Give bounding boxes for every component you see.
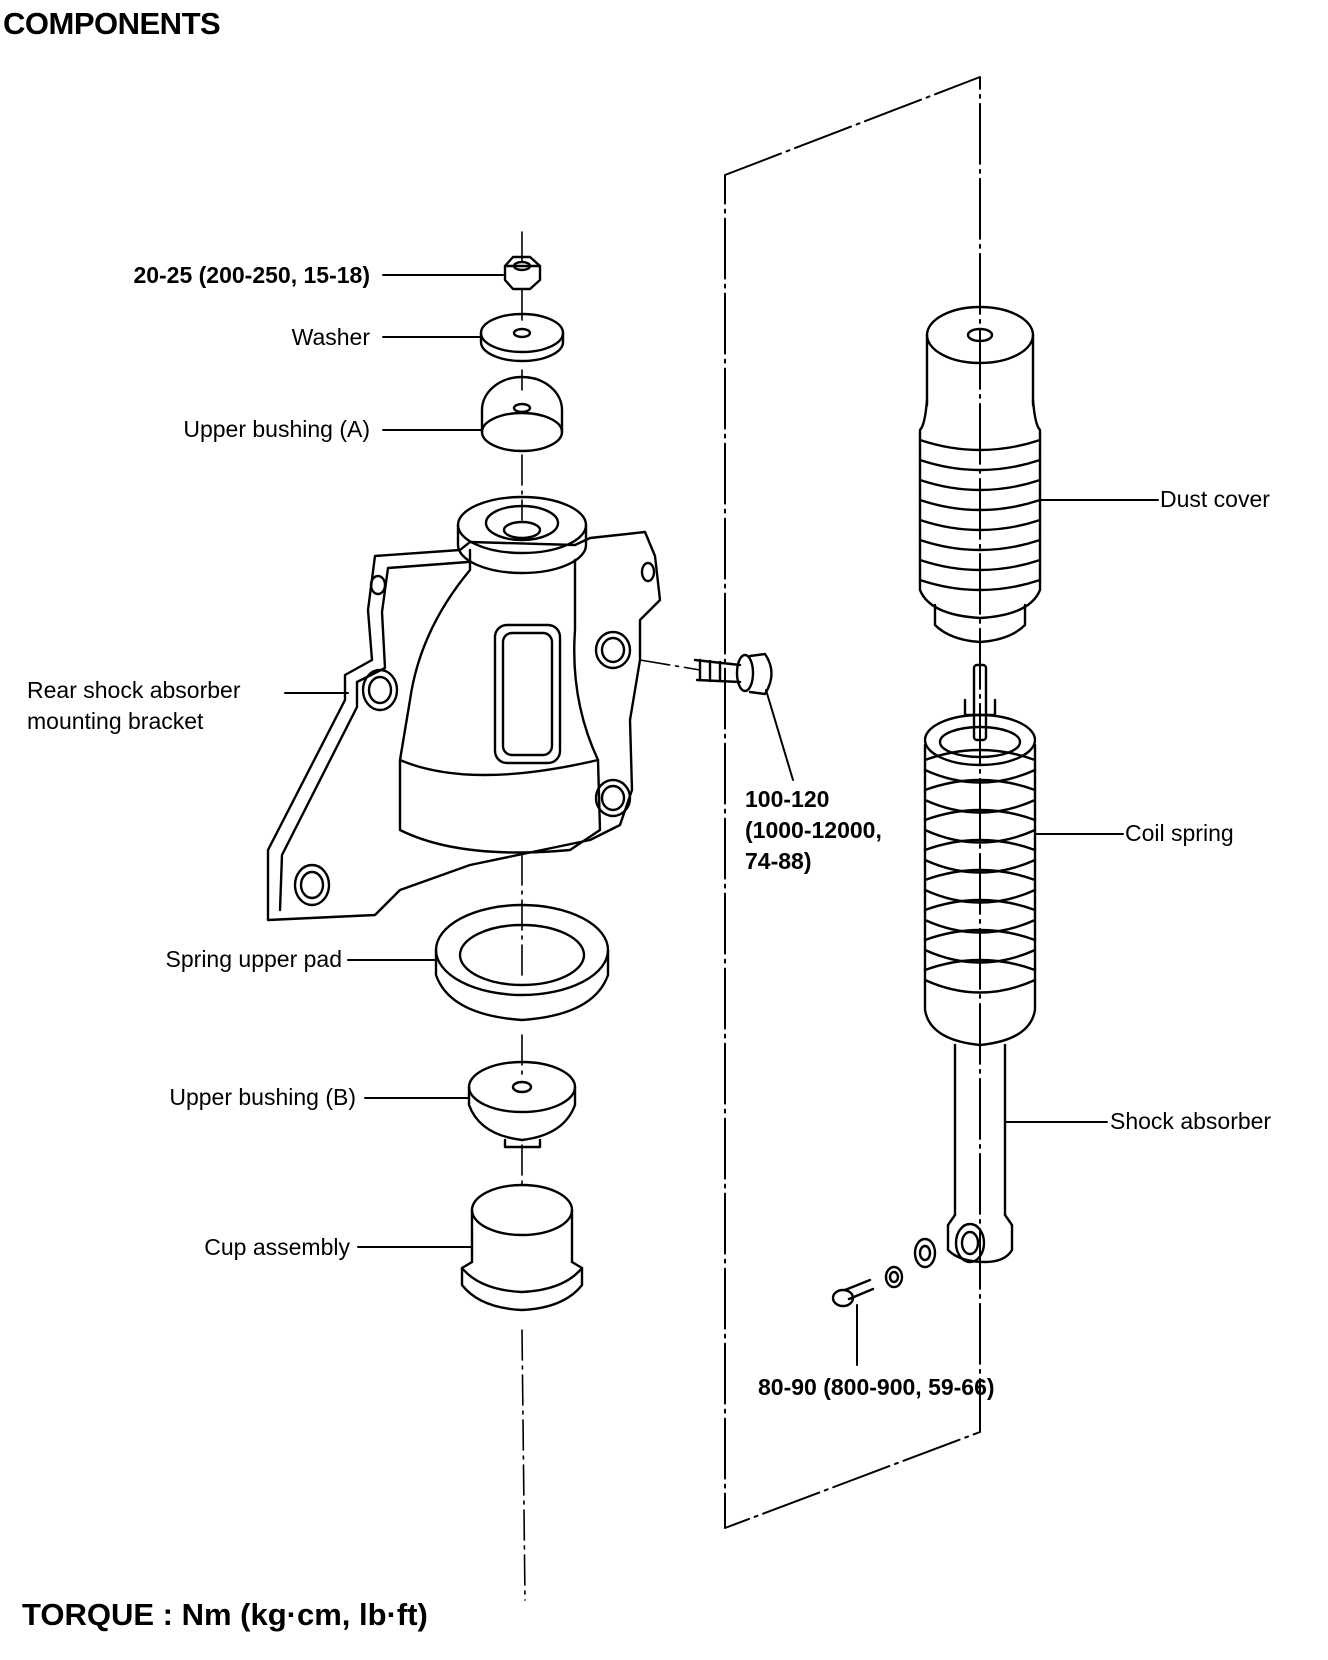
nut bbox=[503, 255, 542, 291]
washer-label: Washer bbox=[291, 324, 370, 350]
cup-assembly bbox=[460, 1183, 584, 1312]
torque-units-note: TORQUE : Nm (kg·cm, lb·ft) bbox=[22, 1597, 428, 1632]
bracket-bolt bbox=[693, 652, 773, 696]
bracket-label-line2: mounting bracket bbox=[27, 708, 204, 734]
dust-cover bbox=[918, 305, 1042, 644]
lower-bolt-torque-label: 80-90 (800-900, 59-66) bbox=[758, 1374, 995, 1400]
upper-bushing-a bbox=[480, 375, 564, 453]
shock-absorber bbox=[946, 1043, 1014, 1264]
assembly-plane bbox=[724, 76, 981, 1529]
nut-torque-label: 20-25 (200-250, 15-18) bbox=[133, 262, 370, 288]
bracket-bolt-torque-line3: 74-88) bbox=[745, 848, 812, 874]
upper-bushing-b-label: Upper bushing (B) bbox=[169, 1084, 356, 1110]
spring-upper-pad-label: Spring upper pad bbox=[165, 946, 342, 972]
upper-bushing-a-label: Upper bushing (A) bbox=[183, 416, 370, 442]
bracket-bolt-torque-line2: (1000-12000, bbox=[745, 817, 882, 843]
spring-upper-pad bbox=[434, 903, 610, 1022]
page-title: COMPONENTS bbox=[3, 6, 221, 41]
upper-bushing-b bbox=[467, 1060, 577, 1149]
coil-spring bbox=[923, 663, 1037, 1047]
washer bbox=[479, 312, 565, 363]
shock-absorber-label: Shock absorber bbox=[1110, 1108, 1272, 1134]
mounting-bracket bbox=[266, 495, 662, 922]
dust-cover-label: Dust cover bbox=[1160, 486, 1270, 512]
bracket-bolt-torque-line1: 100-120 bbox=[745, 786, 830, 812]
cup-assembly-label: Cup assembly bbox=[204, 1234, 350, 1260]
leader-lines bbox=[284, 274, 1159, 1366]
bracket-label-line1: Rear shock absorber bbox=[27, 677, 241, 703]
center-lines bbox=[521, 231, 981, 1601]
lower-bolt-set bbox=[831, 1237, 937, 1308]
coil-spring-label: Coil spring bbox=[1125, 820, 1234, 846]
